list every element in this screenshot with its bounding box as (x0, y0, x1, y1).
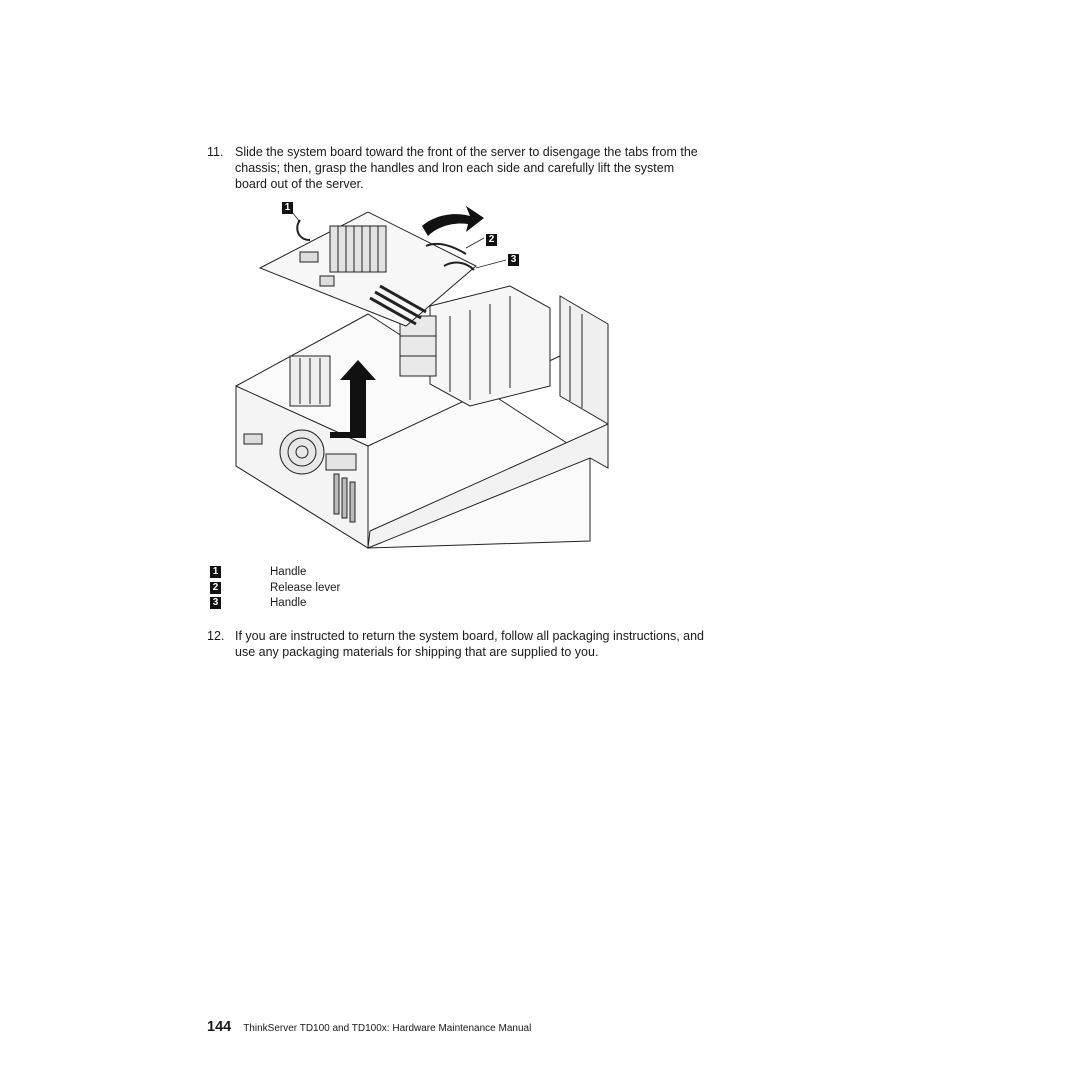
legend-label: Release lever (270, 581, 341, 594)
callout-1-marker: 1 (282, 202, 293, 214)
callout-3-marker: 3 (508, 254, 519, 266)
lift-up-arrow-icon (340, 360, 376, 432)
legend-callout: 2 (210, 581, 221, 594)
legend-callout: 3 (210, 597, 221, 609)
callout-2-marker: 2 (486, 234, 497, 246)
legend-label: Handle (270, 597, 307, 609)
legend-label: Handle (270, 566, 307, 578)
page-number: 144 (207, 1019, 232, 1035)
step-11: 11. Slide the system board toward the fr… (207, 144, 707, 192)
step-number: 11. (207, 145, 224, 159)
curved-arrow-icon (422, 206, 484, 236)
legend-callout: 1 (210, 566, 221, 578)
legend-item: 1 Handle (210, 565, 510, 581)
document-title: ThinkServer TD100 and TD100x: Hardware M… (243, 1023, 532, 1034)
step-12: 12. If you are instructed to return the … (207, 628, 707, 660)
callout-legend: 1 Handle 2 Release lever 3 Handle (210, 565, 510, 612)
server-chassis-drawing (235, 206, 609, 549)
legend-item: 3 Handle (210, 596, 510, 612)
step-number: 12. (207, 629, 225, 643)
step-text: If you are instructed to return the syst… (235, 629, 704, 659)
legend-item: 2 Release lever (210, 581, 510, 597)
step-text: Slide the system board toward the front … (235, 145, 698, 191)
page-footer: 144 ThinkServer TD100 and TD100x: Hardwar… (207, 1019, 531, 1037)
system-board-removal-illustration: 1 2 3 (230, 196, 630, 556)
